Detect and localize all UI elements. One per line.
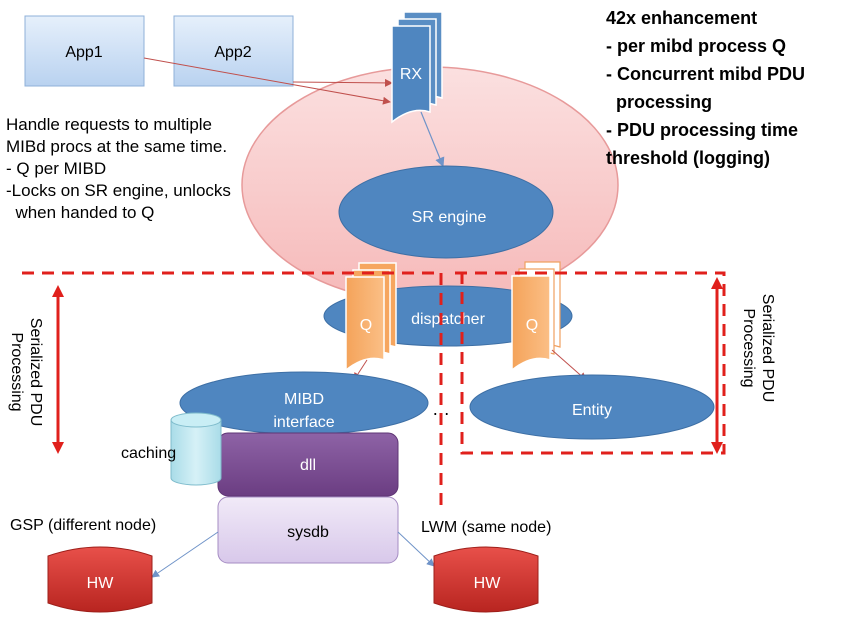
app1-box[interactable]: App1	[24, 15, 145, 87]
dll-label: dll	[300, 457, 316, 474]
app1-label: App1	[65, 44, 102, 61]
left-notes-line4: -Locks on SR engine, unlocks	[6, 181, 231, 200]
dll-block[interactable]: dll	[217, 432, 399, 497]
mibd-interface[interactable]: MIBD interface	[179, 371, 429, 435]
rx-queue-stack	[391, 11, 443, 124]
mibd-queue-label: Q	[360, 317, 372, 334]
mibd-queue-stack	[345, 262, 397, 372]
caching-cylinder	[170, 412, 222, 486]
hw-left: HW	[47, 546, 153, 613]
sysdb-label: sysdb	[287, 524, 329, 541]
left-serialized-label: Serialized PDU Processing	[8, 318, 44, 426]
enhancement-item2b: processing	[606, 92, 713, 112]
right-serialized-line1: Serialized PDU	[759, 294, 776, 402]
enhancement-list: 42x enhancement - per mibd process Q - C…	[606, 4, 805, 172]
sysdb-to-left-hw-arrow	[151, 531, 219, 578]
caching-label: caching	[121, 445, 176, 462]
left-notes: Handle requests to multiple MIBd procs a…	[6, 114, 231, 224]
lwm-label: LWM (same node)	[421, 519, 551, 536]
app2-box[interactable]: App2	[173, 15, 294, 87]
sr-engine[interactable]: SR engine	[338, 165, 554, 259]
sr-engine-label: SR engine	[412, 209, 487, 226]
left-notes-line3: - Q per MIBD	[6, 159, 107, 178]
app2-label: App2	[214, 44, 251, 61]
enhancement-item3: - PDU processing time	[606, 120, 799, 140]
left-serialized-line2: Processing	[8, 332, 25, 411]
left-serialized-line1: Serialized PDU	[27, 318, 44, 426]
app2-to-rx-arrow	[292, 78, 393, 87]
rx-label: RX	[400, 66, 423, 83]
mibd-interface-label-line1: MIBD	[284, 391, 324, 408]
enhancement-item3b: threshold (logging)	[606, 148, 770, 168]
sysdb-block[interactable]: sysdb	[217, 496, 399, 564]
enhancement-item2: - Concurrent mibd PDU	[606, 64, 806, 84]
right-serialized-line2: Processing	[740, 308, 757, 387]
entity-label: Entity	[572, 402, 612, 419]
entity-queue-label: Q	[526, 317, 538, 334]
more-mibd-ellipsis: …	[432, 399, 450, 419]
enhancement-title: 42x enhancement	[606, 8, 758, 28]
rx-to-sr-arrow	[420, 111, 445, 168]
enhancement-item1: - per mibd process Q	[606, 36, 787, 56]
serialization-boundary	[22, 271, 726, 507]
left-serialized-arrow	[52, 285, 64, 454]
hw-right-label: HW	[474, 575, 502, 592]
gsp-label: GSP (different node)	[10, 517, 156, 534]
hw-right: HW	[433, 546, 539, 613]
left-notes-line2: MIBd procs at the same time.	[6, 137, 228, 156]
left-notes-line5: when handed to Q	[6, 203, 155, 222]
entity-queue-stack	[511, 261, 561, 372]
left-notes-line1: Handle requests to multiple	[6, 115, 213, 134]
right-serialized-arrow	[711, 277, 723, 454]
mibd-interface-label-line2: interface	[273, 414, 334, 431]
dispatcher-label: dispatcher	[411, 311, 485, 328]
app1-to-rx-arrow	[143, 57, 391, 105]
right-serialized-label: Serialized PDU Processing	[740, 294, 776, 402]
sysdb-to-right-hw-arrow	[397, 531, 435, 567]
hw-left-label: HW	[87, 575, 115, 592]
entity[interactable]: Entity	[469, 374, 715, 440]
